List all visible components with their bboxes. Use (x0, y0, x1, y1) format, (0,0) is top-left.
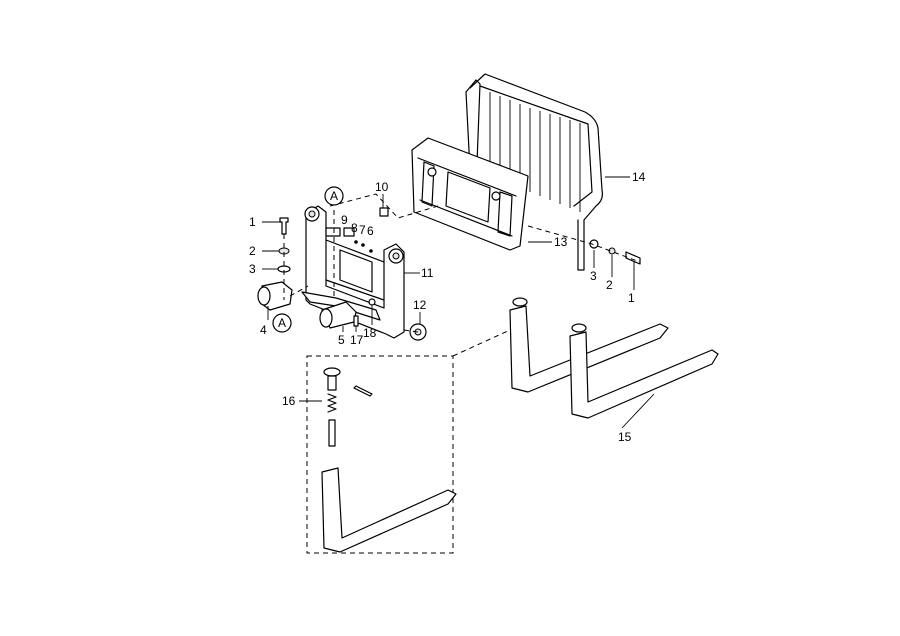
callout-12: 12 (413, 298, 427, 312)
callout-14: 14 (632, 170, 646, 184)
pin-9 (343, 227, 355, 237)
callout-1-right: 1 (628, 291, 635, 305)
load-backrest (465, 73, 603, 271)
leader-lines (262, 176, 655, 429)
reference-circle-a-bottom (272, 313, 292, 333)
callout-11: 11 (421, 266, 434, 280)
callout-18: 18 (363, 326, 377, 340)
callout-1-left: 1 (249, 215, 256, 229)
callout-3-left: 3 (249, 262, 256, 276)
callout-4: 4 (260, 323, 267, 337)
callout-a-bottom: A (278, 316, 286, 330)
bolt-left (279, 217, 289, 235)
callout-16: 16 (282, 394, 296, 408)
callout-13: 13 (554, 235, 568, 249)
callout-9: 9 (341, 213, 348, 227)
detail-box (306, 355, 454, 554)
callout-a-top: A (330, 189, 338, 203)
callout-labels: 14 10 A 9 8 7 6 1 2 3 4 A 11 13 3 2 1 12… (249, 170, 646, 444)
fork-detail (321, 367, 457, 553)
callout-2-left: 2 (249, 244, 256, 258)
callout-15: 15 (618, 430, 632, 444)
bushing-10 (379, 207, 389, 217)
callout-5: 5 (338, 333, 345, 347)
pin-17 (353, 315, 359, 327)
callout-6: 6 (367, 224, 374, 238)
callout-2-right: 2 (606, 278, 613, 292)
callout-7: 7 (359, 223, 366, 237)
screw-18 (368, 298, 376, 306)
callout-8: 8 (351, 221, 358, 235)
reference-circle-a-top (324, 186, 344, 206)
callout-10: 10 (375, 180, 389, 194)
small-parts (257, 207, 641, 341)
callout-17: 17 (350, 333, 364, 347)
fork-carriage-plate (411, 137, 529, 251)
callout-3-right: 3 (590, 269, 597, 283)
forks (509, 297, 719, 419)
